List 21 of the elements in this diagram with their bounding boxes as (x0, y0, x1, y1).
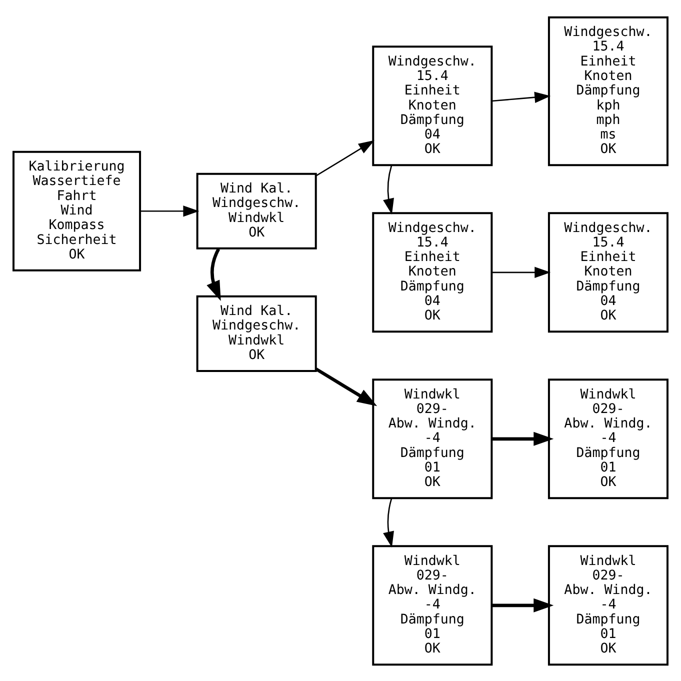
node-box: Windwkl 029- Abw. Windg. -4 Dämpfung 01 OK (548, 378, 668, 499)
node-box: Windgeschw. 15.4 Einheit Knoten Dämpfung 04 OK (372, 45, 493, 166)
arrow (383, 498, 394, 548)
arrow (492, 431, 554, 446)
node-box: Windgeschw. 15.4 Einheit Knoten Dämpfung 04 OK (372, 212, 493, 332)
node-box: Wind Kal. Windgeschw. Windwkl OK (196, 294, 317, 372)
arrow (492, 266, 551, 278)
arrow (383, 164, 394, 214)
node-box: Windgeschw. 15.4 Einheit Knoten Dämpfung 04 OK (548, 212, 668, 332)
arrow (140, 205, 200, 216)
arrow (492, 91, 551, 102)
arrow (315, 367, 378, 406)
node-box: Kalibrierung Wassertiefe Fahrt Wind Kompass Sicherheit OK (12, 150, 142, 271)
node-box: Windwkl 029- Abw. Windg. -4 Dämpfung 01 OK (372, 378, 493, 499)
node-box: Windwkl 029- Abw. Windg. -4 Dämpfung 01 OK (548, 544, 668, 666)
arrow (492, 598, 554, 612)
arrow (316, 140, 374, 176)
node-box: Wind Kal. Windgeschw. Windwkl OK (196, 172, 317, 249)
node-box: Windgeschw. 15.4 Einheit Knoten Dämpfung kph mph ms OK (548, 16, 668, 166)
node-box: Windwkl 029- Abw. Windg. -4 Dämpfung 01 OK (372, 544, 493, 666)
arrow (206, 248, 221, 300)
